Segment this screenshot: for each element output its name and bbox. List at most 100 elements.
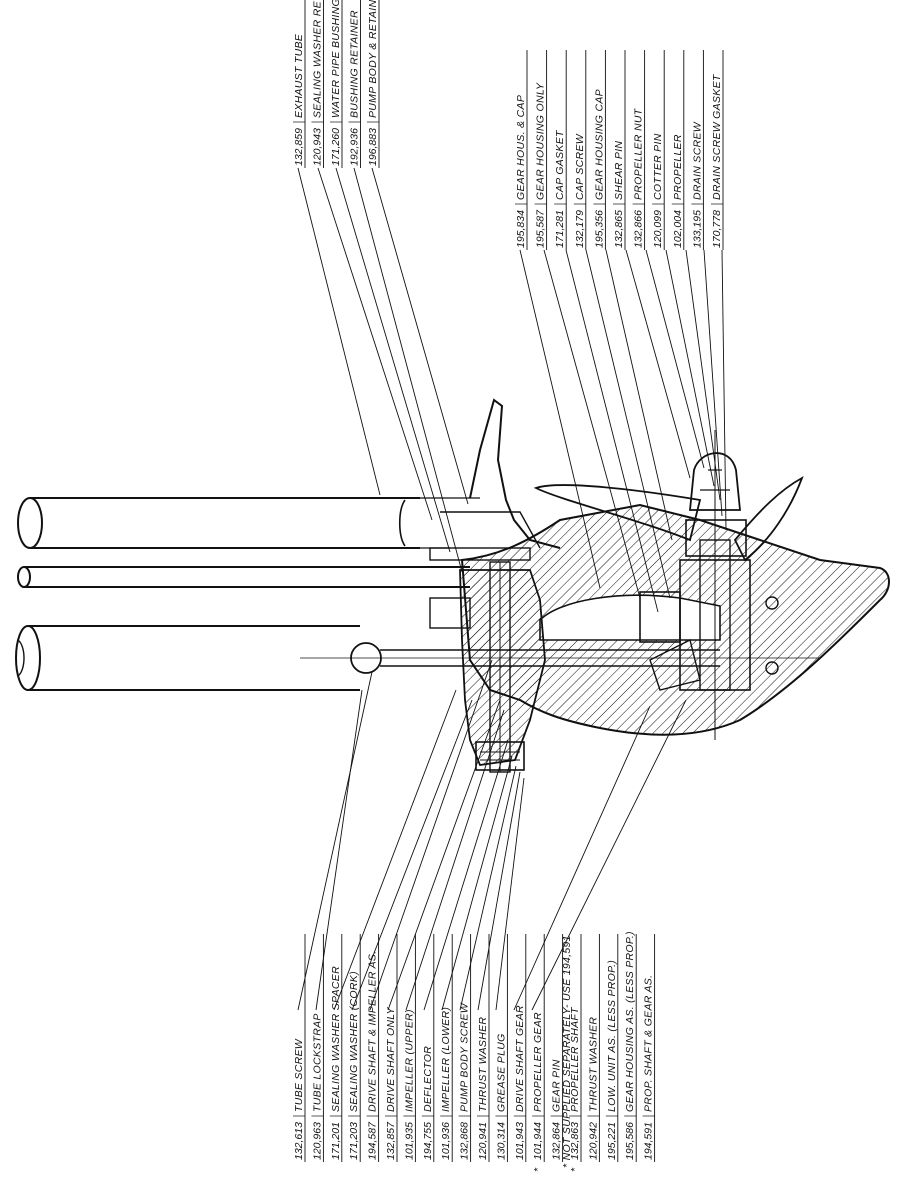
not-supplied-mark: * (532, 1167, 544, 1172)
part-name: CAP GASKET (554, 129, 566, 200)
part-name: GEAR HOUSING CAP (593, 89, 605, 200)
water-pipe-drawing (17, 566, 470, 588)
part-row: 120,943 SEALING WASHER RETAINER (311, 0, 324, 168)
part-row: 195,221 LOW. UNIT AS. (LESS PROP.) (605, 934, 619, 1162)
leader-exhaust-tube (297, 167, 381, 496)
part-row: 171,281 CAP GASKET (554, 50, 567, 250)
part-name: CAP SCREW (574, 133, 586, 200)
part-name: GEAR HOUSING ONLY (535, 82, 547, 200)
part-name: PROPELLER SHAFT (569, 1006, 581, 1112)
part-row: 120,099 COTTER PIN (652, 50, 665, 250)
lower-unit-drawing (15, 398, 890, 773)
part-number: 132,863 (569, 1122, 581, 1160)
part-number: 192,936 (349, 128, 361, 166)
leader-shear-pin (625, 249, 691, 479)
exhaust-tube-drawing (17, 497, 480, 549)
part-number: 120,963 (311, 1122, 323, 1160)
part-name: DEFLECTOR (422, 1046, 434, 1112)
part-number: 170,778 (711, 210, 723, 248)
leader-sealing-washer-retainer (317, 167, 433, 521)
footnote-group: * NOT SUPPLIED SEPARATELY- USE 194,591 (561, 935, 573, 1168)
part-number: 130,314 (495, 1122, 507, 1160)
not-supplied-mark: * (569, 1167, 581, 1172)
leader-cap-gasket (565, 249, 659, 613)
leader-gear-hous-cap (519, 249, 601, 589)
part-name: PROPELLER GEAR (532, 1012, 544, 1112)
leader-deflector (423, 739, 509, 1011)
leader-propeller-gear (531, 699, 687, 1011)
part-name: SHEAR PIN (613, 141, 625, 200)
part-number: 120,943 (312, 128, 324, 166)
part-number: 171,260 (330, 128, 342, 166)
part-number: 133,195 (691, 210, 703, 248)
part-name: PUMP BODY SCREW (459, 1002, 471, 1112)
leader-propeller (685, 249, 721, 501)
part-number: 120,942 (587, 1122, 599, 1160)
part-name: GREASE PLUG (495, 1033, 507, 1112)
part-number: 195,586 (624, 1122, 636, 1160)
part-name: GEAR HOUSING AS. (LESS PROP.) (624, 931, 636, 1112)
leader-tube-screw (297, 671, 373, 1011)
gear-cluster-drawing (639, 430, 779, 740)
part-number: 120,941 (477, 1122, 489, 1160)
leader-drive-shaft-impeller (369, 659, 493, 1011)
propeller-drawing (533, 452, 804, 562)
part-row: 171,201 SEALING WASHER SPACER (329, 934, 343, 1162)
part-name: EXHAUST TUBE (293, 33, 305, 118)
part-number: 194,587 (367, 1121, 379, 1160)
part-name: GEAR PIN (551, 1059, 563, 1112)
part-number: 132,613 (293, 1122, 305, 1160)
part-name: WATER PIPE BUSHING (330, 0, 342, 118)
part-number: 171,281 (554, 210, 566, 248)
footnote: * NOT SUPPLIED SEPARATELY- USE 194,591 (561, 935, 573, 1168)
part-row: 170,778 DRAIN SCREW GASKET (711, 50, 724, 250)
part-row: 130,314 GREASE PLUG (495, 934, 508, 1162)
leader-bushing-retainer (353, 167, 463, 573)
part-number: 194,755 (422, 1122, 434, 1160)
part-name: DRAIN SCREW GASKET (711, 73, 723, 200)
part-number: 120,099 (652, 210, 664, 248)
leader-gear-housing-cap (605, 249, 673, 541)
part-number: 132,864 (551, 1122, 563, 1160)
part-row: 120,941 THRUST WASHER (477, 934, 490, 1162)
part-name: SEALING WASHER RETAINER (312, 0, 324, 118)
part-number: 195,221 (606, 1122, 618, 1160)
leader-impeller-upper (405, 709, 505, 1011)
part-name: SEALING WASHER SPACER (330, 966, 342, 1112)
part-name: GEAR HOUS. & CAP (515, 95, 527, 200)
part-row: 194,755 DEFLECTOR (421, 934, 435, 1162)
part-name: THRUST WASHER (477, 1017, 489, 1112)
part-row: 132,864 GEAR PIN (550, 934, 564, 1162)
leader-grease-plug (495, 777, 525, 1011)
part-name: PROPELLER NUT (633, 107, 645, 200)
leader-cotter-pin (665, 249, 715, 487)
part-name: COTTER PIN (652, 133, 664, 200)
part-name: LOW. UNIT AS. (LESS PROP.) (606, 960, 618, 1112)
part-number: 132,857 (385, 1121, 397, 1160)
part-number: 171,201 (330, 1122, 342, 1160)
